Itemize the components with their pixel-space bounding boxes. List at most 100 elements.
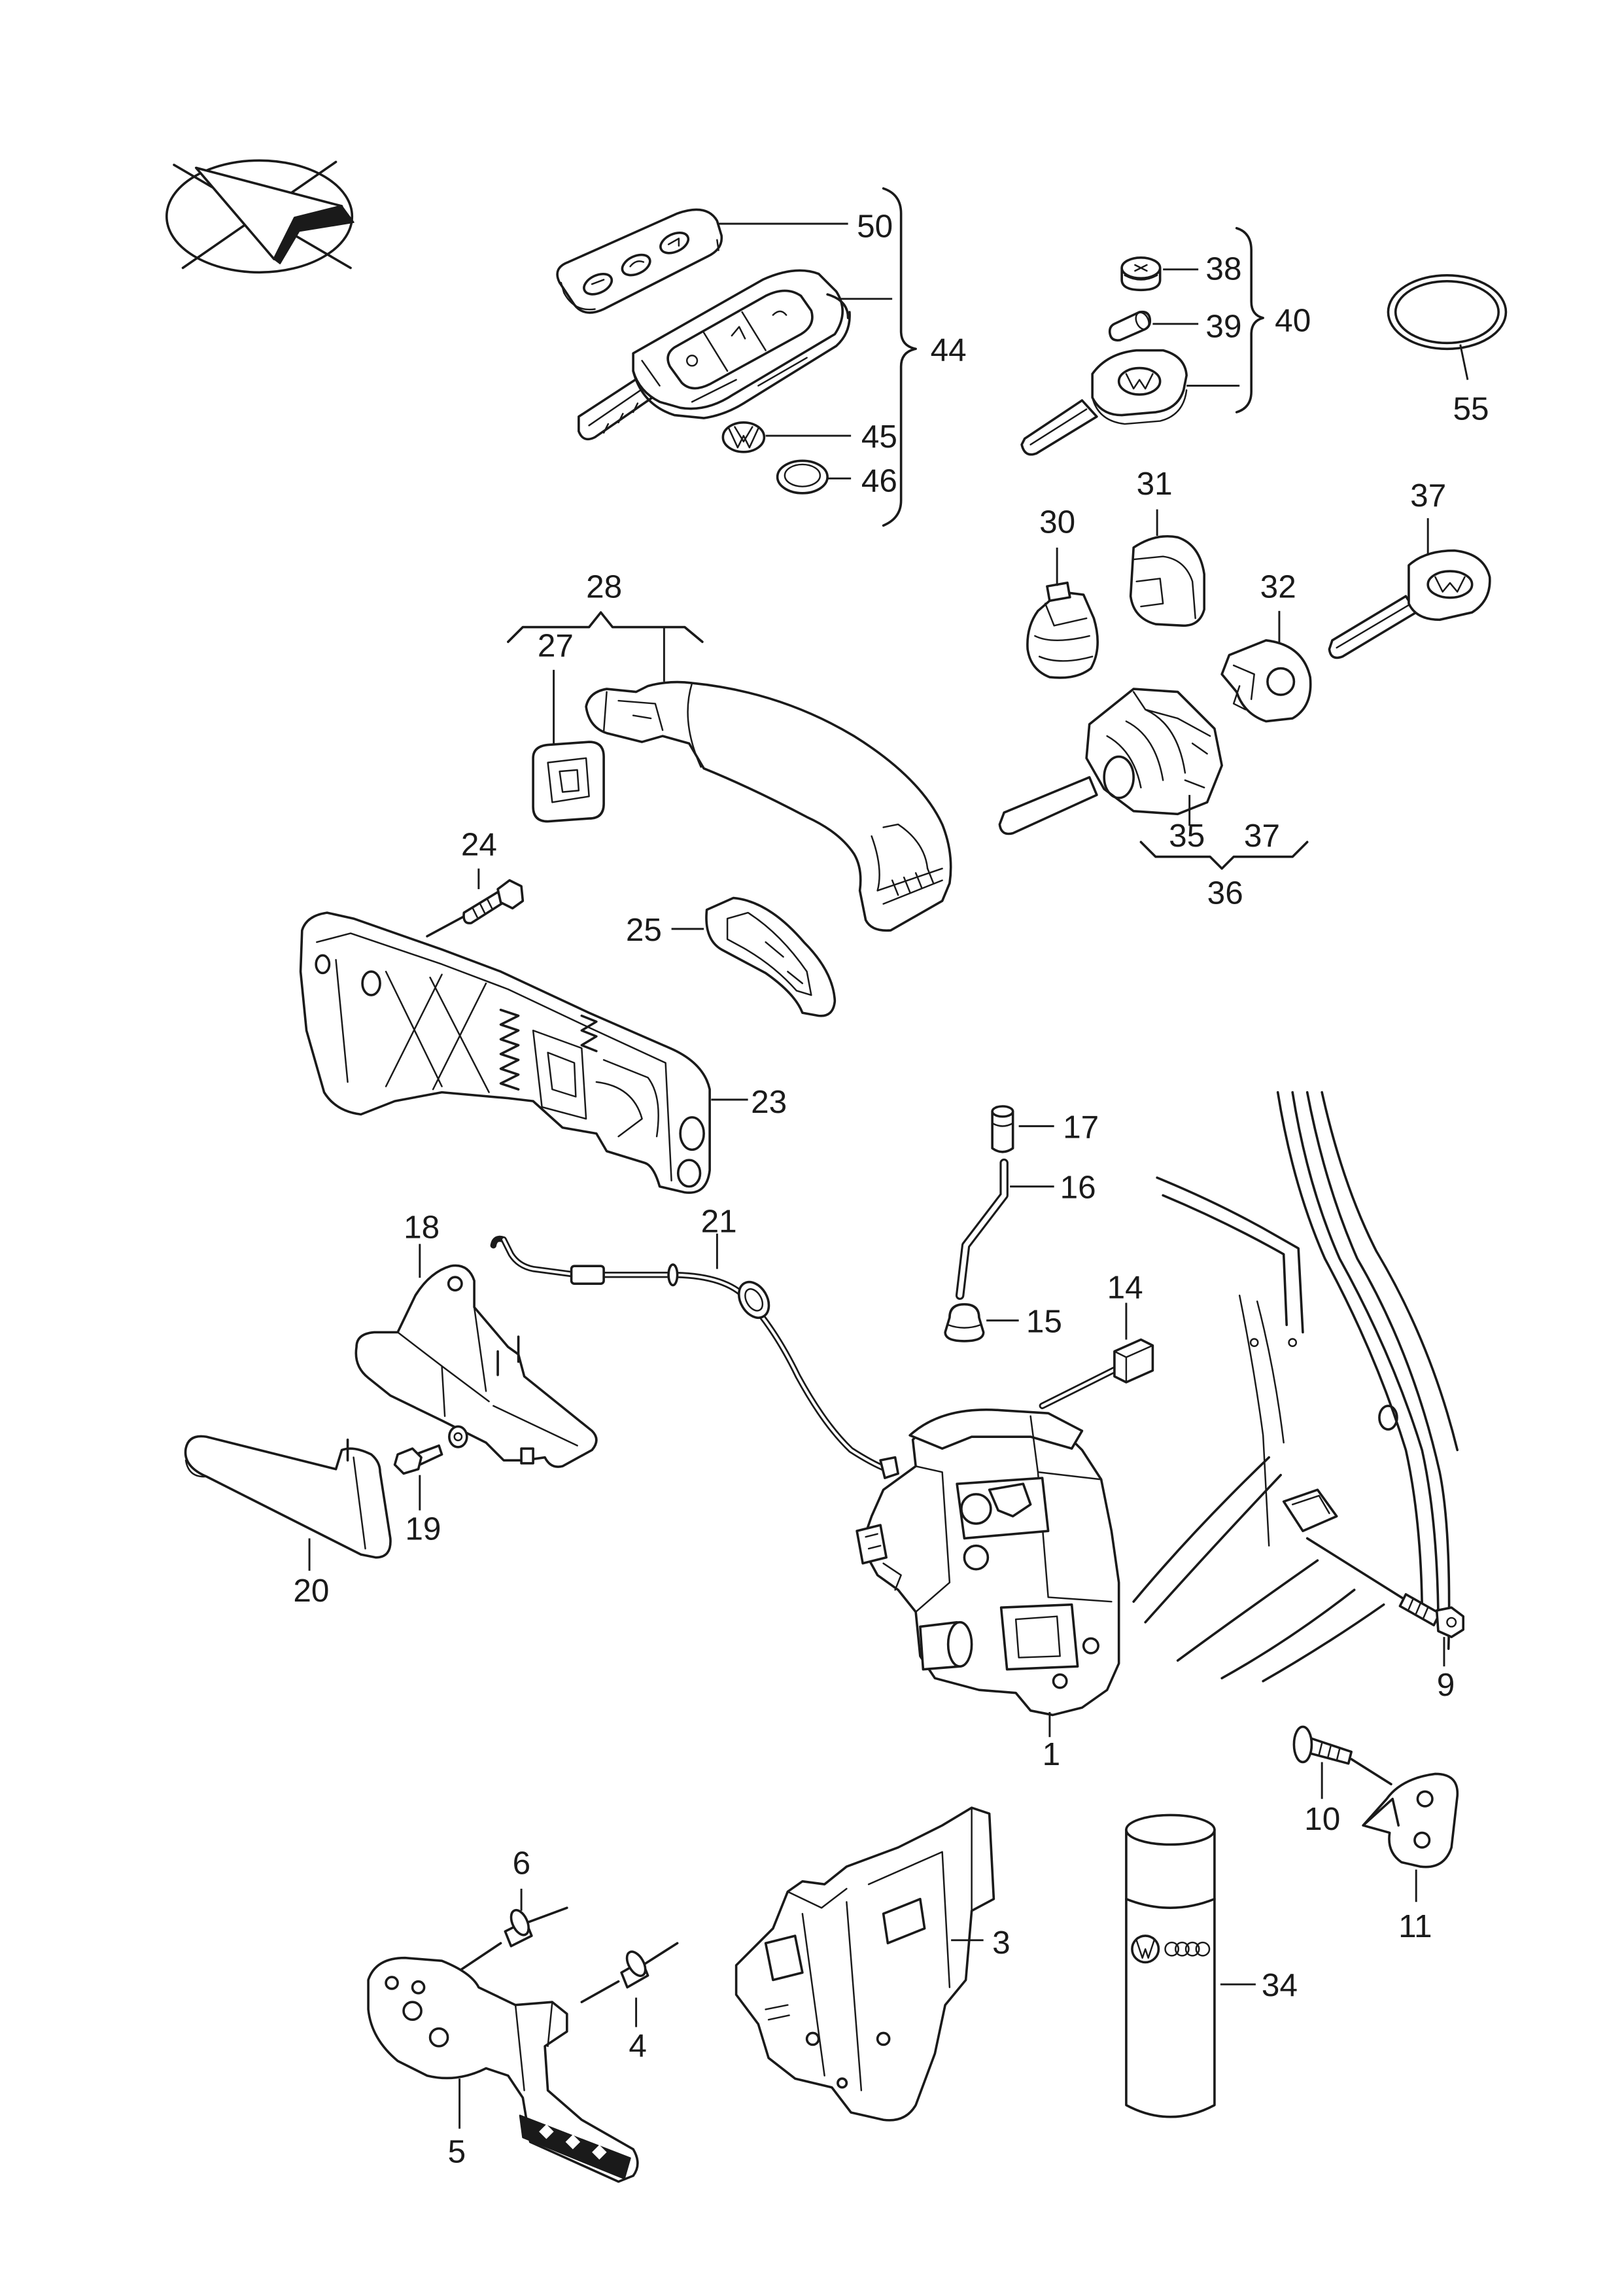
handle-gasket [705,896,837,1017]
coin-cell-battery [1120,256,1162,292]
callout-15: 15 [986,1303,1062,1339]
callout-45: 45 [765,419,897,455]
callout-label-20: 20 [293,1573,329,1609]
callout-label-10: 10 [1304,1801,1340,1837]
callout-label-40: 40 [1275,302,1311,338]
transponder-capsule [1108,310,1152,342]
callout-label-5: 5 [448,2133,466,2169]
lock-bolt [1305,1537,1464,1638]
four-rings-logo-icon [1164,1941,1211,1957]
grommet [944,1303,985,1342]
lock-bezel [1220,639,1312,723]
callout-label-17: 17 [1063,1109,1099,1145]
callout-46: 46 [827,463,897,499]
lock-inner-bracket [734,1806,995,2122]
callout-label-9: 9 [1437,1667,1455,1703]
callout-label-24: 24 [461,826,497,862]
callout-label-11: 11 [1398,1908,1432,1944]
callout-label-18: 18 [404,1209,440,1245]
callout-10: 10 [1304,1762,1340,1837]
handle-carrier [299,911,711,1194]
callout-35: 35 [1169,795,1205,854]
trim-cover [184,1435,392,1559]
battery-seal-ring [776,459,829,495]
callout-50: 50 [717,208,893,244]
callout-14: 14 [1107,1270,1143,1340]
callout-38: 38 [1163,251,1241,287]
callout-label-37: 37 [1244,818,1280,854]
callout-label-27: 27 [538,628,574,664]
screw [426,879,525,937]
callout-55: 55 [1453,344,1489,427]
callout-9: 9 [1437,1637,1455,1703]
callout-label-37: 37 [1410,478,1446,514]
callout-label-35: 35 [1169,818,1205,854]
callout-11: 11 [1398,1869,1432,1944]
callout-label-36: 36 [1207,875,1243,911]
callout-37-set: 37 [1244,818,1280,854]
callout-label-31: 31 [1137,466,1173,502]
callout-label-16: 16 [1060,1170,1096,1206]
callout-18: 18 [404,1209,440,1278]
vehicle-key [1020,349,1188,456]
door-frame [1132,1091,1459,1683]
mounting-plate [367,1956,639,2183]
release-cable [490,1235,899,1479]
callout-16: 16 [1010,1170,1096,1206]
key-blank [1328,549,1491,659]
locking-rod [955,1158,1009,1300]
callout-44: 44 [839,187,967,527]
callout-39: 39 [1152,308,1241,344]
rod-end-cap [991,1105,1014,1153]
lubricant-spray-can [1125,1813,1216,2118]
bracket-44 [882,187,917,527]
handle-insert [532,741,605,823]
callout-label-6: 6 [513,1845,531,1881]
callout-32: 32 [1260,569,1296,644]
cover-screw [393,1425,468,1475]
lock-cover [354,1264,598,1468]
callout-27: 27 [538,628,574,744]
callout-label-34: 34 [1262,1967,1298,2003]
callout-6: 6 [513,1845,531,1911]
orientation-arrow-icon [165,159,354,274]
bracket-28 [507,611,704,643]
callout-31: 31 [1137,466,1173,536]
callout-label-4: 4 [629,2027,647,2063]
bracket-40 [1235,226,1264,413]
callout-28: 28 [507,569,704,682]
callout-label-1: 1 [1043,1736,1061,1772]
striker-plate [1362,1772,1459,1868]
flip-key-remote [578,269,851,441]
seal-ring [1387,273,1508,351]
callout-label-30: 30 [1039,504,1075,540]
callout-17: 17 [1018,1109,1099,1145]
callout-label-50: 50 [857,208,893,244]
callout-24: 24 [461,826,497,890]
callout-25: 25 [626,912,704,948]
callout-19: 19 [405,1475,441,1547]
callout-label-45: 45 [861,419,897,455]
callout-23: 23 [711,1084,787,1120]
callout-label-28: 28 [586,569,622,605]
callout-label-46: 46 [861,463,897,499]
callout-36: 36 [1139,841,1309,911]
rivet [580,1942,679,2004]
contact-switch [1039,1338,1154,1409]
callout-40: 40 [1186,226,1311,413]
callout-34: 34 [1220,1967,1298,2003]
callout-label-32: 32 [1260,569,1296,605]
callout-5: 5 [448,2078,466,2169]
callout-21: 21 [701,1203,737,1269]
callout-label-19: 19 [405,1511,441,1547]
callout-label-3: 3 [992,1925,1011,1961]
striker-bolt [1292,1725,1392,1785]
vw-logo-icon [1131,1935,1160,1964]
key-fob-button-pad [556,208,723,314]
callout-label-55: 55 [1453,391,1489,427]
callout-37-key: 37 [1410,478,1446,555]
lock-cylinder-housing [1026,581,1099,679]
bracket-36 [1139,841,1309,870]
callout-label-21: 21 [701,1203,737,1239]
